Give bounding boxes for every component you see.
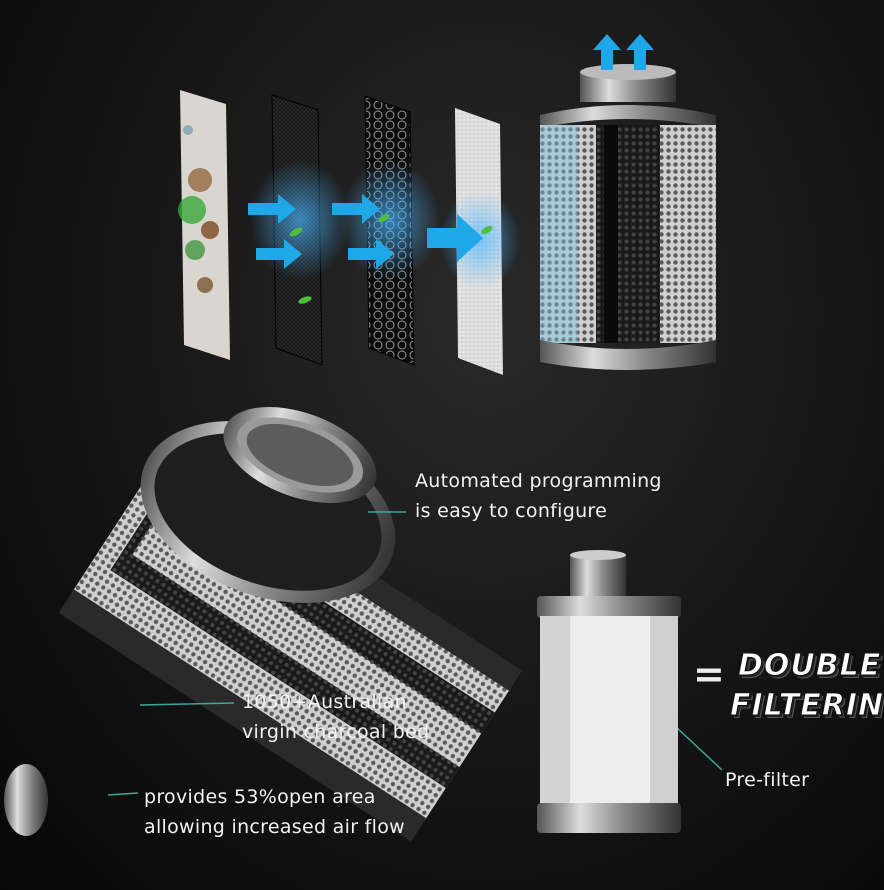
- flow-arrow-icon: [248, 194, 483, 269]
- automated-programming-callout: Automated programming is easy to configu…: [415, 466, 662, 526]
- callout-line: is easy to configure: [415, 500, 608, 522]
- carbon-filter-cylinder: [540, 64, 716, 370]
- filtering-text: FILTERING: [730, 688, 884, 724]
- open-area-callout: provides 53%open area allowing increased…: [144, 782, 405, 842]
- callout-line: provides 53%open area: [144, 786, 376, 808]
- charcoal-bed-callout: 1050+Australian virgin charcoal bed: [242, 687, 430, 747]
- prefilter-label: Pre-filter: [725, 769, 810, 791]
- filter-layers-diagram: [178, 34, 716, 375]
- double-text: DOUBLE: [737, 648, 882, 684]
- callout-line: Automated programming: [415, 470, 662, 492]
- callout-line: virgin charcoal bed: [242, 721, 430, 743]
- up-arrow-icon: [593, 34, 654, 70]
- callout-line: allowing increased air flow: [144, 816, 405, 838]
- callout-line: 1050+Australian: [242, 691, 407, 713]
- equals-sign: =: [693, 652, 725, 696]
- dirty-prefilter-layer: [178, 90, 230, 360]
